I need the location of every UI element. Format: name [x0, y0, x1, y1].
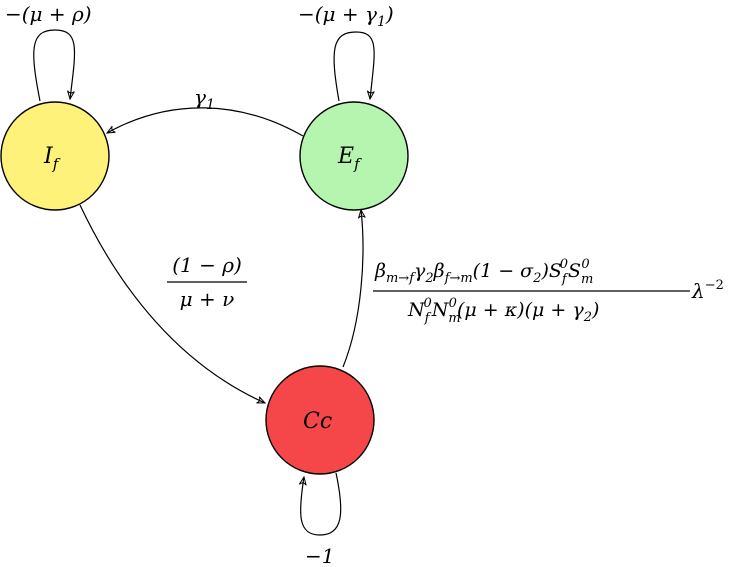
node-cc-label: Cc [303, 409, 332, 434]
loop-label-cc: −1 [305, 544, 334, 567]
self-loop-ef [333, 31, 374, 102]
edge-if-to-cc [79, 204, 265, 404]
fraction-denominator: μ + ν [180, 287, 235, 311]
node-if [0, 101, 110, 211]
node-cc [265, 365, 375, 475]
fraction-numerator: (1 − ρ) [172, 253, 242, 277]
big-fraction-numerator: βm→fγ2βf→m(1 − σ2)Sf0Sm0 [374, 257, 593, 287]
self-loop-if [33, 29, 76, 102]
node-ef-label: Ef [337, 144, 362, 173]
loop-label-if: −(μ + ρ) [5, 2, 92, 26]
node-ef [299, 101, 409, 211]
edge-label-cc-ef: βm→fγ2βf→m(1 − σ2)Sf0Sm0 Nf0Nm0(μ + κ)(μ… [373, 257, 724, 326]
node-if-label: If [43, 144, 61, 173]
loop-label-ef: −(μ + γ1) [298, 2, 394, 30]
edge-ef-to-if [107, 107, 304, 137]
edge-label-gamma1: γ1 [194, 85, 215, 113]
edge-label-if-cc: (1 − ρ) μ + ν [167, 253, 247, 311]
big-fraction-denominator: Nf0Nm0(μ + κ)(μ + γ2) [407, 296, 599, 326]
lambda-factor: λ−2 [691, 278, 724, 303]
self-loop-cc [301, 472, 342, 536]
edge-cc-to-ef [342, 210, 363, 368]
